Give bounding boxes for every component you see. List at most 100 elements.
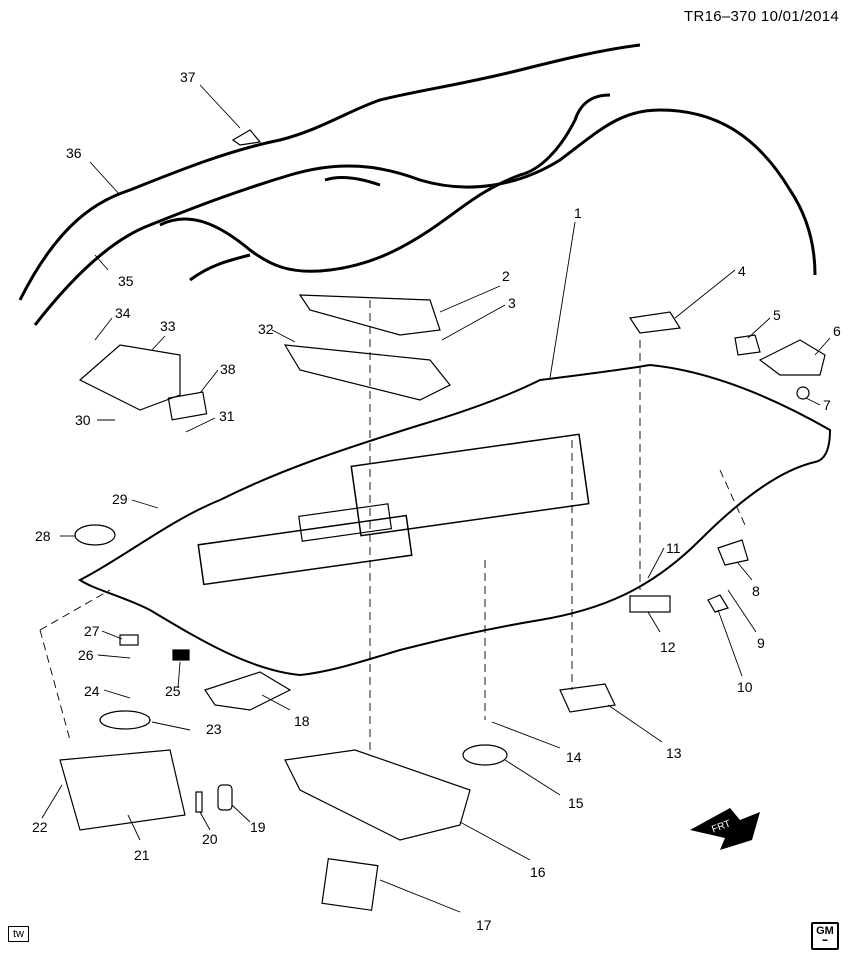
leader-26	[97, 654, 131, 659]
callout-17: 17	[476, 917, 492, 933]
leader-25	[177, 661, 181, 689]
part-2-bracket	[298, 294, 441, 336]
leader-8	[737, 562, 753, 581]
leader-37	[199, 84, 241, 129]
callout-9: 9	[757, 635, 765, 651]
callout-37: 37	[180, 69, 196, 85]
wire-branch-1	[324, 176, 381, 187]
callout-19: 19	[250, 819, 266, 835]
part-7-clip	[796, 386, 810, 400]
leader-21	[127, 814, 141, 841]
part-23-pad	[99, 710, 151, 730]
leader-23	[151, 721, 191, 731]
callout-12: 12	[660, 639, 676, 655]
part-33-console	[78, 344, 181, 411]
front-arrow-shape	[690, 808, 760, 850]
part-37-sensor	[231, 129, 262, 146]
callout-16: 16	[530, 864, 546, 880]
callout-36: 36	[66, 145, 82, 161]
leader-34	[94, 317, 113, 341]
leader-6	[814, 337, 831, 356]
callout-33: 33	[160, 318, 176, 334]
callout-4: 4	[738, 263, 746, 279]
leader-27	[101, 630, 123, 640]
callout-29: 29	[112, 491, 128, 507]
wire-branch-2	[189, 253, 251, 282]
part-21-visor	[59, 749, 186, 831]
callout-13: 13	[666, 745, 682, 761]
callout-34: 34	[115, 305, 131, 321]
leader-12	[647, 611, 661, 633]
leader-4	[674, 269, 736, 319]
leader-18	[261, 694, 291, 711]
callout-1: 1	[574, 205, 582, 221]
wire-harness-main	[159, 93, 611, 273]
leader-20	[199, 811, 211, 831]
guide-line-g	[719, 469, 746, 526]
part-5-bracket	[734, 334, 761, 356]
gm-logo-bar: ▬	[822, 937, 828, 943]
part-4-lamp	[628, 311, 682, 334]
callout-28: 28	[35, 528, 51, 544]
callout-22: 22	[32, 819, 48, 835]
leader-15	[504, 759, 561, 796]
callout-24: 24	[84, 683, 100, 699]
guide-line-f	[39, 629, 71, 741]
sunroof-opening-rear	[350, 433, 590, 537]
leader-11	[647, 547, 665, 579]
leader-29	[131, 499, 159, 509]
leader-35	[94, 254, 109, 271]
leader-32	[271, 329, 296, 343]
doc-date: 10/01/2014	[760, 8, 839, 25]
callout-27: 27	[84, 623, 100, 639]
leader-1	[549, 221, 576, 379]
part-12-lamp	[629, 595, 671, 613]
part-27-clip	[119, 634, 139, 646]
leader-22	[41, 784, 63, 819]
leader-36	[89, 161, 121, 196]
callout-2: 2	[502, 268, 510, 284]
leader-7	[805, 397, 821, 406]
leader-16	[459, 821, 531, 861]
doc-id: TR16–370	[684, 8, 757, 25]
diagram-header: TR16–370 10/01/2014	[684, 8, 839, 25]
leader-17	[379, 879, 461, 913]
callout-38: 38	[220, 361, 236, 377]
callout-11: 11	[666, 540, 681, 556]
part-15-grommet	[462, 744, 508, 766]
callout-5: 5	[773, 307, 781, 323]
wire-harness-35	[33, 108, 817, 326]
callout-26: 26	[78, 647, 94, 663]
part-10-cover	[707, 594, 729, 613]
callout-23: 23	[206, 721, 222, 737]
part-6-bracket	[758, 339, 826, 376]
part-8-handle	[717, 539, 749, 566]
part-20-pin	[195, 791, 203, 813]
guide-line-e	[39, 589, 111, 631]
callout-31: 31	[219, 408, 235, 424]
callout-30: 30	[75, 412, 91, 428]
part-32-console	[283, 344, 451, 401]
callout-25: 25	[165, 683, 181, 699]
leader-38	[199, 369, 219, 394]
tw-badge: tw	[8, 926, 29, 942]
leader-19	[231, 804, 251, 823]
leader-24	[103, 689, 131, 699]
gm-logo: GM ▬	[811, 922, 839, 950]
leader-5	[747, 317, 771, 339]
headliner-panel	[78, 363, 832, 677]
part-19-clip	[217, 784, 233, 811]
sunroof-opening-front	[197, 514, 413, 586]
leader-3	[441, 304, 506, 341]
gm-logo-text: GM	[816, 925, 834, 937]
callout-15: 15	[568, 795, 584, 811]
part-28-speaker	[74, 524, 116, 546]
callout-10: 10	[737, 679, 753, 695]
leader-33	[151, 335, 166, 351]
opening-center	[298, 503, 393, 542]
leader-9	[727, 589, 757, 633]
leader-10	[717, 609, 743, 677]
leader-14	[491, 721, 561, 749]
